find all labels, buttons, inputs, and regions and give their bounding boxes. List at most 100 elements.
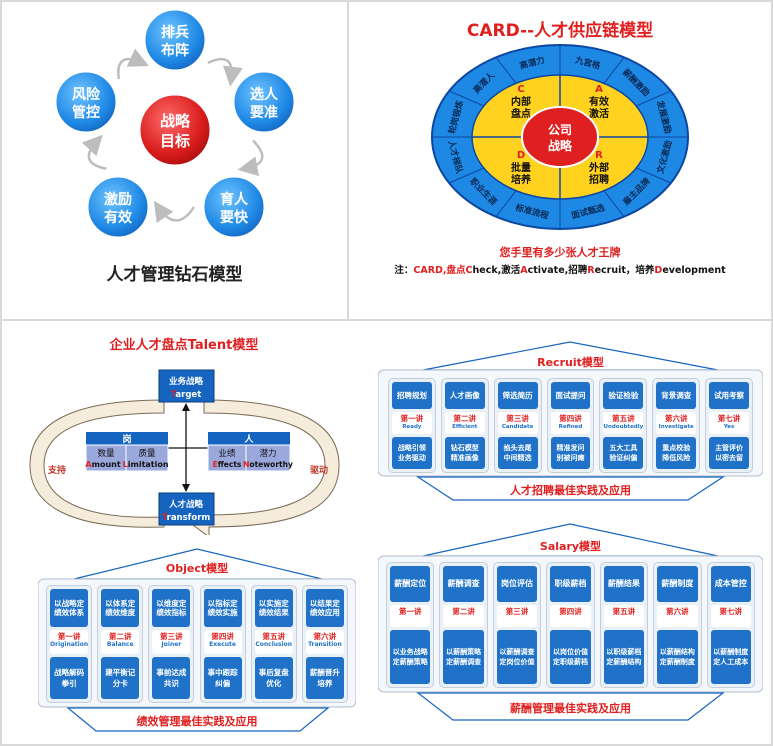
- lecture-en: Joiner: [161, 640, 182, 648]
- column-head: 薪酬定位: [390, 566, 431, 602]
- column-head: 以实施定绩效结果: [254, 589, 293, 627]
- diamond-node: [231, 69, 297, 135]
- diamond-node: [53, 69, 119, 135]
- column-body: 以薪酬结构定薪酬制度: [657, 630, 698, 684]
- object-footer: 绩效管理最佳实践及应用: [136, 715, 258, 728]
- lecture-label: 第五讲: [612, 607, 636, 616]
- diamond-node-label: 选人: [250, 86, 279, 103]
- column-body: 以岗位价值定职级薪档: [550, 630, 591, 684]
- recruit-title: Recruit模型: [537, 356, 604, 369]
- card-model-diagram: 九宫格薪酬激励发展激励文化激励雇主品牌面试甄选标准流程职业生涯人才梯队轮岗锻炼高…: [431, 44, 689, 230]
- lecture-en: Conclusion: [255, 640, 293, 648]
- quadrant-label: 激活: [589, 107, 609, 120]
- body-line: 定人工成本: [713, 658, 749, 666]
- lecture-label: 第六讲: [313, 632, 337, 641]
- column-lecture: 第二讲: [443, 605, 484, 627]
- body-line: 战略引领: [397, 443, 426, 452]
- lecture-en: Balance: [106, 640, 134, 648]
- lecture-label: 第七讲: [719, 607, 743, 616]
- body-line: 事中跟踪纠偏: [207, 667, 238, 688]
- diamond-node-label: 激励: [104, 191, 132, 208]
- quadrant-label: 招聘: [589, 173, 609, 186]
- strategy-goal-center: [137, 92, 213, 168]
- lecture-en: Undoubtedly: [603, 423, 644, 430]
- salary-model-panel: Salary模型 薪酬定位第一讲以业务战略定薪酬策略薪酬调查第二讲以薪酬策略定薪…: [378, 522, 763, 727]
- lecture-label: 第六讲: [664, 414, 688, 423]
- column-body: 以薪酬策略定薪酬调查: [443, 630, 484, 684]
- column-head: 试用考察: [709, 382, 749, 409]
- right-cycle-arrow: [188, 399, 340, 535]
- column-body: 主管评价以密去留: [709, 437, 749, 469]
- body-line: 主管评价: [715, 443, 744, 452]
- body-line: 定薪酬结构: [606, 658, 642, 666]
- lecture-en: Yes: [723, 423, 735, 430]
- column-head: 面试提问: [550, 382, 591, 409]
- diamond-node-label: 风险: [72, 86, 101, 103]
- lecture-en: Execute: [209, 640, 236, 648]
- model-column: 职级薪档第四讲以岗位价值定职级薪档: [546, 562, 595, 688]
- transform-label: Transform: [162, 513, 211, 523]
- column-head: 以战略定绩效体系: [50, 589, 89, 627]
- body-line: 掐头去尾: [503, 443, 532, 452]
- column-body: 以薪酬调查定岗位价值: [496, 630, 538, 684]
- lecture-label: 第三讲: [160, 632, 183, 641]
- column-head: 以结果定绩效应用: [305, 589, 344, 627]
- body-line: 以薪酬策略: [446, 647, 482, 656]
- column-head: 成本管控: [710, 566, 751, 602]
- effects-label: 业绩: [218, 448, 236, 459]
- salary-footer: 薪酬管理最佳实践及应用: [510, 702, 631, 715]
- column-head: 以维度定绩效指标: [152, 589, 191, 627]
- lecture-en: Candidate: [501, 423, 534, 430]
- column-body: 以职级薪档定薪酬结构: [603, 630, 645, 684]
- column-head: 职级薪档: [550, 566, 591, 602]
- model-column: 薪酬定位第一讲以业务战略定薪酬策略: [386, 562, 435, 688]
- lecture-en: Efficient: [452, 423, 478, 430]
- column-head: 岗位评估: [496, 566, 538, 602]
- lecture-label: 第二讲: [108, 632, 132, 641]
- ring-divider: [495, 190, 517, 217]
- lecture-label: 第二讲: [453, 414, 477, 423]
- card-title: CARD--人才供应链模型: [466, 21, 654, 41]
- center-label-line1: 公司: [548, 123, 572, 137]
- column-head: 验证检验: [603, 382, 644, 409]
- ring-divider: [448, 90, 484, 107]
- column-lecture: 第七讲: [710, 605, 751, 627]
- lecture-label: 第三讲: [506, 414, 529, 423]
- lecture-label: 第六讲: [666, 607, 689, 616]
- card-note: 注：CARD,盘点Check,激活Activate,招聘Recruit，培养De…: [394, 265, 726, 276]
- column-lecture: 第一讲: [390, 605, 431, 627]
- amount-label: 数量: [97, 448, 115, 459]
- column-head: 以指标定绩效实施: [203, 589, 242, 627]
- effects-en: Effects: [213, 460, 242, 469]
- position-head-label: 岗: [122, 433, 131, 445]
- quadrant-label: 盘点: [511, 107, 531, 120]
- center-label-line2: 目标: [160, 132, 190, 150]
- lecture-en: Investigate: [658, 423, 694, 430]
- column-body: 五大工具验证纠偏: [603, 437, 644, 469]
- ring-divider: [448, 167, 484, 184]
- ring-divider: [636, 167, 672, 184]
- panel-divider-vertical: [347, 0, 349, 319]
- talent-title: 企业人才盘点Talent模型: [109, 338, 259, 353]
- body-line: 以密去留: [715, 454, 744, 462]
- cycle-arrow: [81, 134, 107, 170]
- quality-label: 质量: [138, 448, 156, 459]
- center-label-line1: 战略: [160, 112, 191, 130]
